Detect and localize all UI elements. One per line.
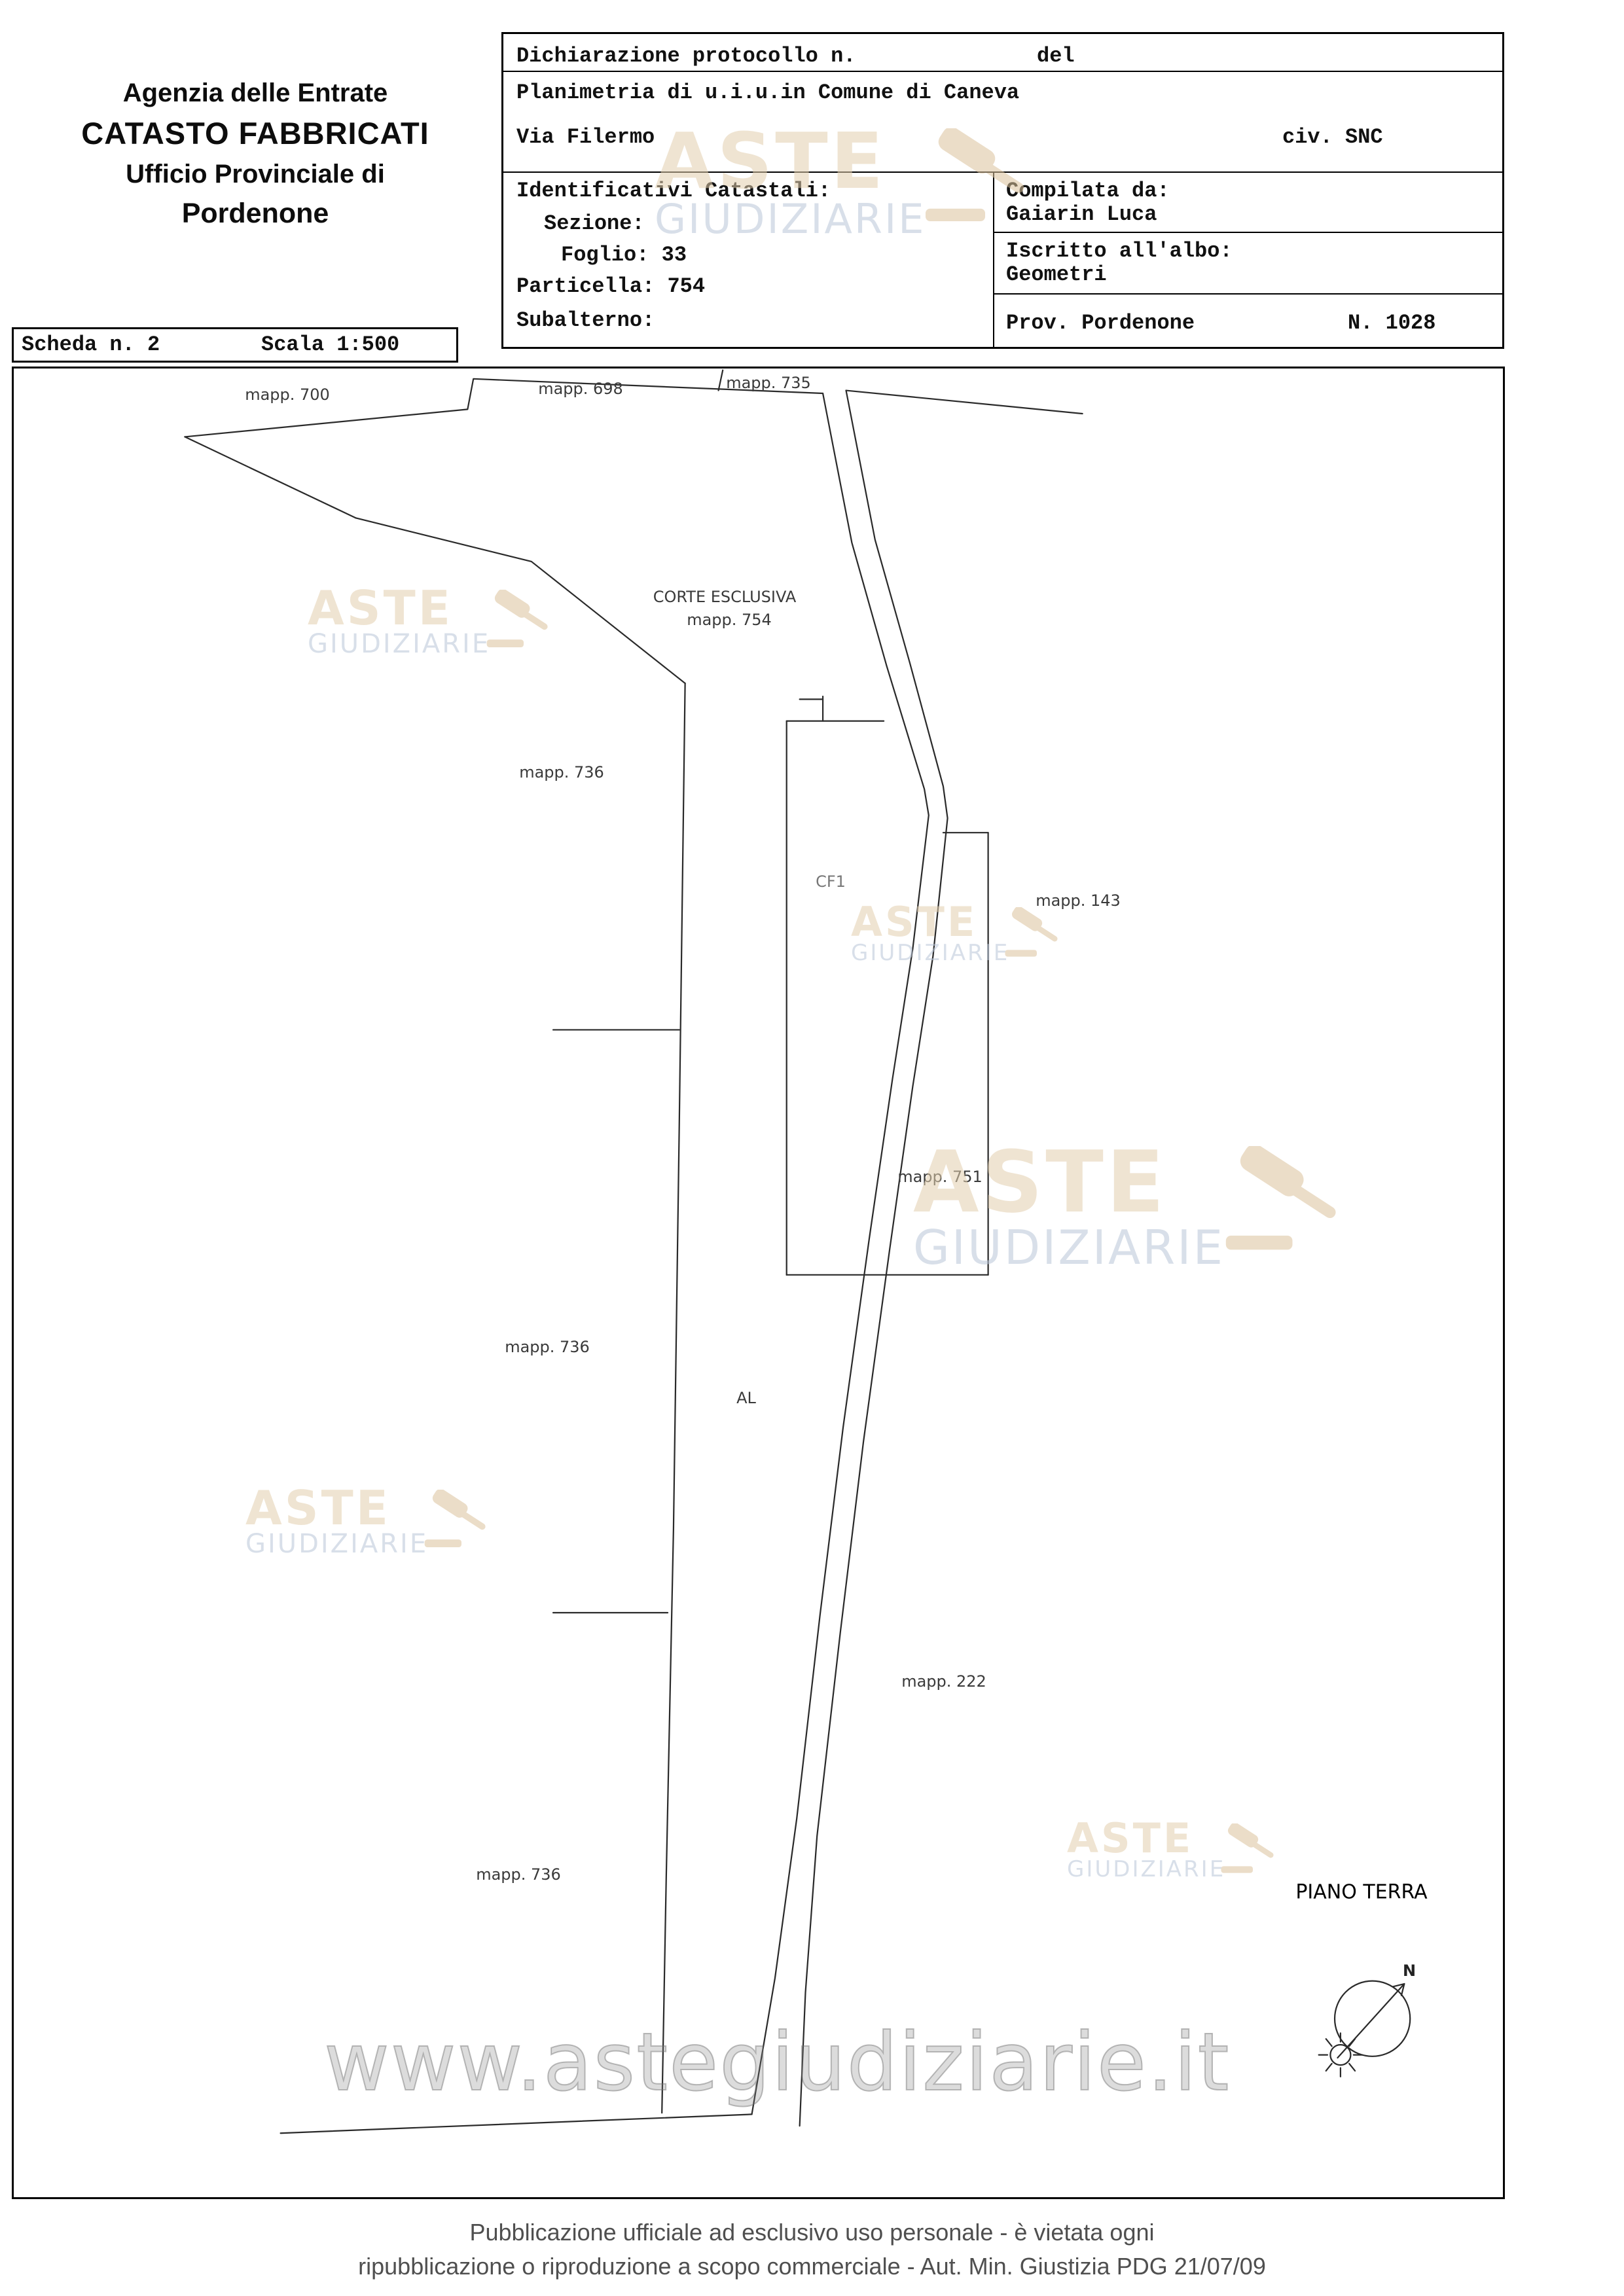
civic-number: civ. SNC <box>1282 125 1383 149</box>
scheda-box: Scheda n. 2 Scala 1:500 <box>12 327 458 363</box>
road-strip-left <box>751 392 929 2115</box>
scheda-number: Scheda n. 2 <box>22 332 160 357</box>
particella-field: Particella: 754 <box>516 274 706 298</box>
cadastral-map: mapp. 700 mapp. 698 mapp. 735 CORTE ESCL… <box>12 367 1505 2199</box>
compass-arrow-b <box>1400 1982 1405 1996</box>
protocol-label: Dichiarazione protocollo n. <box>516 44 856 68</box>
office-city: Pordenone <box>181 198 329 229</box>
boundary-diagonal-2 <box>355 517 686 685</box>
compilata-da-name: Gaiarin Luca <box>1006 202 1157 226</box>
table-divider <box>503 171 1502 173</box>
boundary-bottom <box>280 2113 753 2134</box>
road-strip-right <box>799 389 948 2127</box>
boundary-top-right <box>845 389 1083 415</box>
subalterno-field: Subalterno: <box>516 308 655 332</box>
label-mapp-222: mapp. 222 <box>901 1672 986 1691</box>
compass-needle <box>1337 1982 1405 2059</box>
scala-value: Scala 1:500 <box>261 332 400 357</box>
boundary-top-jog <box>717 369 724 391</box>
label-mapp-736-c: mapp. 736 <box>476 1865 561 1884</box>
table-divider <box>993 232 1502 233</box>
compass-arrow-a <box>1392 1982 1405 1988</box>
sun-ray <box>1348 2062 1356 2072</box>
label-piano-terra: PIANO TERRA <box>1295 1880 1428 1904</box>
label-mapp-700: mapp. 700 <box>245 386 330 404</box>
planimetria-line: Planimetria di u.i.u.in Comune di Caneva <box>516 81 1020 105</box>
office-line: Ufficio Provinciale di <box>126 160 385 188</box>
identificativi-title: Identificativi Catastali: <box>516 179 831 203</box>
label-mapp-698: mapp. 698 <box>538 380 623 398</box>
compass-sun <box>1329 2043 1352 2066</box>
label-corte-esclusiva: CORTE ESCLUSIVA <box>653 588 797 606</box>
street-line: Via Filermo <box>516 125 655 149</box>
sun-ray <box>1348 2038 1356 2047</box>
agency-header: Agenzia delle Entrate CATASTO FABBRICATI… <box>59 73 452 233</box>
compass-rose <box>1318 1980 1411 2077</box>
boundary-top <box>184 378 824 438</box>
label-al: AL <box>736 1389 756 1407</box>
compass-circle <box>1333 1980 1411 2057</box>
label-mapp-754: mapp. 754 <box>687 611 772 629</box>
label-cf1: CF1 <box>816 872 846 891</box>
footer-page-dash: - <box>808 2286 816 2296</box>
label-mapp-143: mapp. 143 <box>1036 891 1121 910</box>
footer-line-2: ripubblicazione o riproduzione a scopo c… <box>358 2253 1266 2280</box>
prov-label: Prov. Pordenone <box>1006 311 1195 335</box>
footer-line-1: Pubblicazione ufficiale ad esclusivo uso… <box>469 2219 1155 2246</box>
agency-name: Agenzia delle Entrate <box>122 79 388 107</box>
sezione-field: Sezione: <box>544 211 645 236</box>
table-divider <box>993 293 1502 295</box>
foglio-field: Foglio: 33 <box>561 243 687 267</box>
compilata-da-label: Compilata da: <box>1006 179 1170 203</box>
parcel-boundary-lines <box>184 369 1411 2134</box>
label-mapp-735: mapp. 735 <box>726 374 811 392</box>
sun-ray <box>1325 2062 1333 2072</box>
albo-value: Geometri <box>1006 262 1107 287</box>
label-mapp-751: mapp. 751 <box>897 1168 983 1186</box>
boundary-diagonal-1 <box>184 436 357 519</box>
albo-number: N. 1028 <box>1348 311 1436 335</box>
catasto-title: CATASTO FABBRICATI <box>81 116 429 151</box>
table-column-divider <box>993 171 994 347</box>
label-mapp-736-a: mapp. 736 <box>519 763 604 781</box>
sun-ray <box>1325 2038 1333 2047</box>
table-divider <box>503 71 1502 72</box>
protocol-del-label: del <box>1037 44 1075 68</box>
boundary-long-vertical <box>661 682 686 2114</box>
declaration-table: Dichiarazione protocollo n. del Planimet… <box>501 32 1504 349</box>
albo-label: Iscritto all'albo: <box>1006 239 1233 263</box>
label-mapp-736-b: mapp. 736 <box>505 1338 590 1356</box>
label-compass-north: N <box>1402 1962 1416 1980</box>
